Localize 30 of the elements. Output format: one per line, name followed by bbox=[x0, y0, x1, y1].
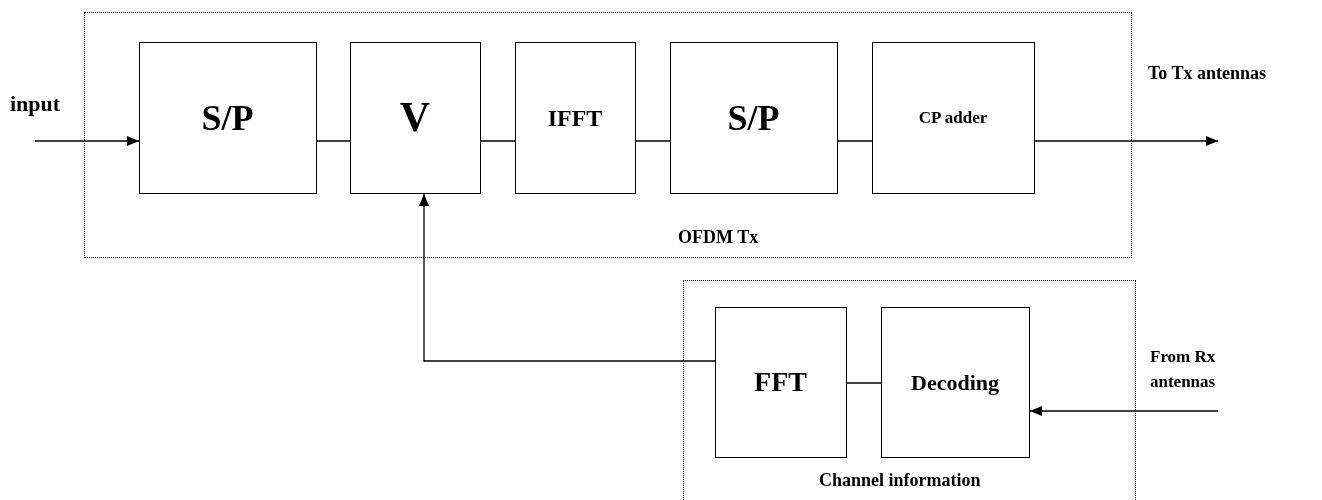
dotted-group-frame bbox=[683, 280, 1136, 500]
connector-line bbox=[480, 140, 516, 142]
connector-line bbox=[316, 140, 351, 142]
block-box bbox=[349, 41, 481, 194]
arrow bbox=[34, 136, 140, 146]
block-box bbox=[669, 41, 838, 194]
block-label: Decoding bbox=[911, 368, 999, 397]
block-label: S/P bbox=[201, 96, 254, 140]
arrow bbox=[1029, 406, 1219, 416]
connector-line bbox=[846, 382, 882, 384]
dotted-group-frame bbox=[84, 12, 1132, 258]
block-box bbox=[514, 41, 636, 194]
connector-line bbox=[837, 140, 873, 142]
group-label: OFDM Tx bbox=[678, 226, 759, 249]
block-box bbox=[871, 41, 1035, 194]
arrow bbox=[419, 193, 716, 362]
edge-label: From Rx antennas bbox=[1150, 346, 1217, 393]
edge-label: To Tx antennas bbox=[1148, 62, 1268, 85]
arrow bbox=[1034, 136, 1219, 146]
block-box bbox=[880, 306, 1030, 458]
block-box bbox=[138, 41, 317, 194]
block-box bbox=[714, 306, 847, 458]
group-label: Channel information bbox=[819, 469, 981, 492]
block-label: V bbox=[399, 93, 431, 142]
block-label: FFT bbox=[754, 365, 807, 399]
block-label: IFFT bbox=[547, 103, 603, 133]
block-label: S/P bbox=[727, 96, 780, 140]
connector-line bbox=[635, 140, 671, 142]
block-label: CP adder bbox=[918, 106, 988, 129]
edge-label: input bbox=[10, 90, 62, 118]
